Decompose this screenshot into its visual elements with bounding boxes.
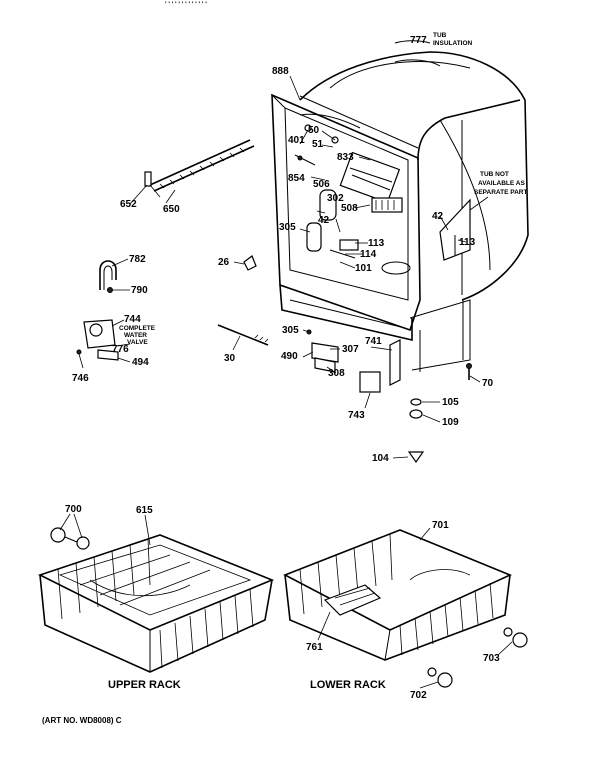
label-valve: VALVE xyxy=(127,339,148,346)
label-104: 104 xyxy=(372,453,389,464)
label-water: WATER xyxy=(124,332,147,339)
label-complete: COMPLETE xyxy=(119,325,156,332)
label-703: 703 xyxy=(483,653,500,664)
label-490: 490 xyxy=(281,351,298,362)
label-744: 744 xyxy=(124,314,141,325)
upper-rack-drawing xyxy=(37,513,275,673)
part-labels: 777 TUB INSULATION 888 50 51 401 833 854… xyxy=(65,32,527,701)
label-113-right: 113 xyxy=(459,237,476,248)
label-30: 30 xyxy=(224,353,236,364)
caption-lower-rack: LOWER RACK xyxy=(310,679,386,691)
label-494: 494 xyxy=(132,357,149,368)
tub-assembly xyxy=(243,40,529,393)
label-854: 854 xyxy=(288,173,305,184)
label-114: 114 xyxy=(360,249,377,260)
lower-rack-drawing xyxy=(283,527,528,689)
label-302: 302 xyxy=(327,193,344,204)
label-652: 652 xyxy=(120,199,137,210)
label-50: 50 xyxy=(308,125,320,136)
label-650: 650 xyxy=(163,204,180,215)
label-782: 782 xyxy=(129,254,146,265)
label-separate-part: SEPARATE PART xyxy=(474,189,527,196)
label-42-right: 42 xyxy=(432,211,444,222)
label-508: 508 xyxy=(341,203,358,214)
label-401: 401 xyxy=(288,135,305,146)
label-776: 776 xyxy=(112,344,129,355)
label-51: 51 xyxy=(312,139,324,150)
label-701: 701 xyxy=(432,520,449,531)
caption-upper-rack: UPPER RACK xyxy=(108,679,181,691)
label-tub-not: TUB NOT xyxy=(480,171,509,178)
label-702: 702 xyxy=(410,690,427,701)
label-70: 70 xyxy=(482,378,494,389)
label-888: 888 xyxy=(272,66,289,77)
label-746: 746 xyxy=(72,373,89,384)
label-615: 615 xyxy=(136,505,153,516)
label-insulation: INSULATION xyxy=(433,40,473,47)
label-305-top: 305 xyxy=(279,222,296,233)
top-cropped-text: ' ' ' ' ' ' ' ' ' ' ' ' ' xyxy=(165,1,207,8)
label-26: 26 xyxy=(218,257,230,268)
label-307: 307 xyxy=(342,344,359,355)
label-833: 833 xyxy=(337,152,354,163)
art-number: (ART NO. WD8008) C xyxy=(42,716,122,725)
hardware-right xyxy=(407,363,472,464)
leader-lines xyxy=(78,75,489,459)
label-available-as: AVAILABLE AS xyxy=(478,180,525,187)
label-113-top: 113 xyxy=(368,238,385,249)
label-790: 790 xyxy=(131,285,148,296)
label-305-bottom: 305 xyxy=(282,325,299,336)
label-700: 700 xyxy=(65,504,82,515)
label-105: 105 xyxy=(442,397,459,408)
label-308: 308 xyxy=(328,368,345,379)
label-743: 743 xyxy=(348,410,365,421)
label-42-top: 42 xyxy=(318,215,330,226)
label-761: 761 xyxy=(306,642,323,653)
left-parts xyxy=(76,139,269,361)
label-101: 101 xyxy=(355,263,372,274)
label-506: 506 xyxy=(313,179,330,190)
label-741: 741 xyxy=(365,336,382,347)
label-109: 109 xyxy=(442,417,459,428)
label-tub: TUB xyxy=(433,32,447,39)
label-777: 777 xyxy=(410,35,427,46)
